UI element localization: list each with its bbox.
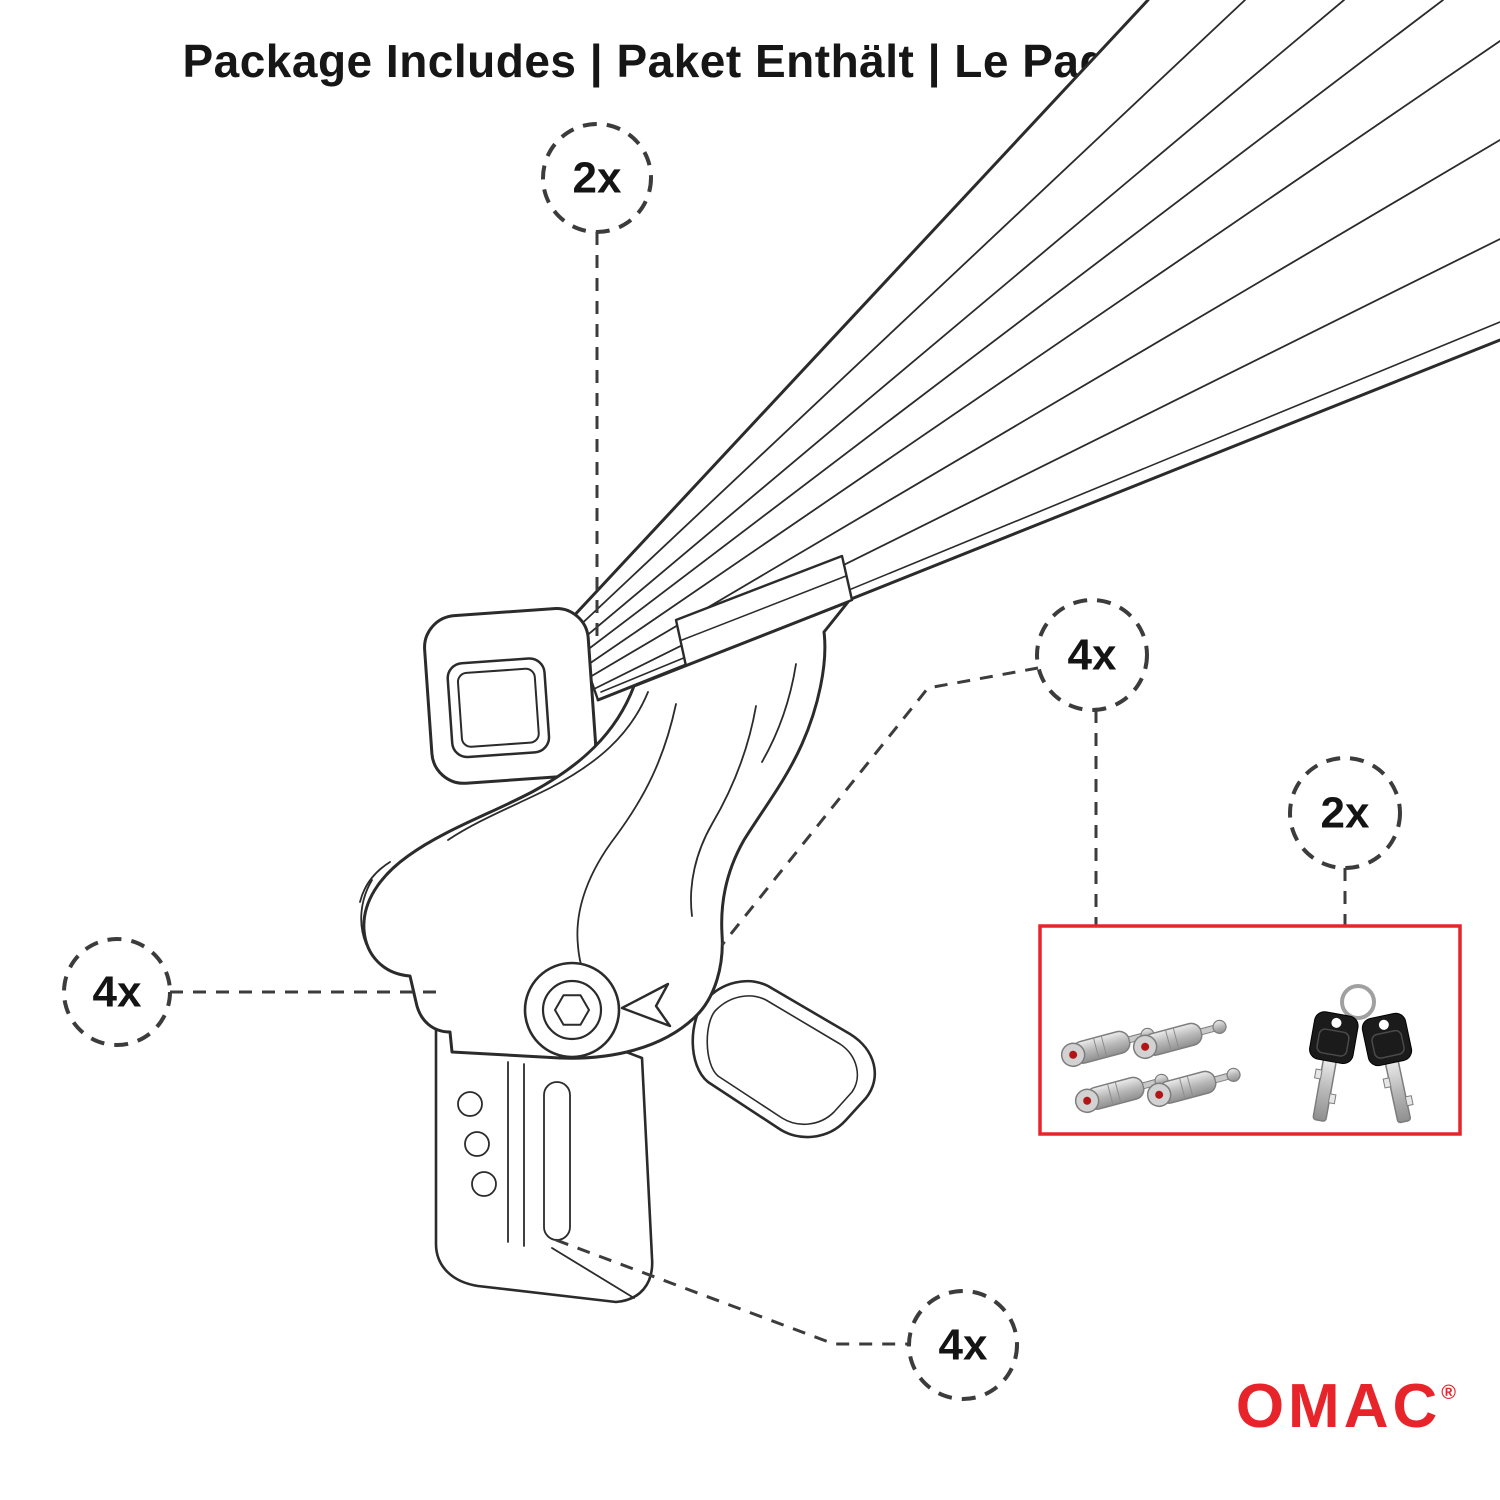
clamp-plate-hole (471, 1171, 497, 1197)
lock-cylinders-photo (1060, 1019, 1241, 1114)
knob-inner (541, 979, 603, 1041)
callout-bottom-4x: 4x (907, 1289, 1019, 1401)
knob-bolt-drawing (523, 961, 621, 1059)
leader-bottom-4x (555, 1238, 908, 1346)
knob-outer (523, 961, 621, 1059)
brand-name: OMAC (1235, 1372, 1442, 1441)
clamp-plate-hole (464, 1131, 490, 1157)
clamp-plate-hole (457, 1091, 483, 1117)
keys-photo (1309, 984, 1414, 1124)
callout-label-bottom: 4x (939, 1321, 988, 1370)
base-pad-outline (691, 979, 877, 1139)
brand-logo: OMAC® (1236, 1376, 1456, 1438)
registered-trademark-icon: ® (1441, 1382, 1456, 1404)
callout-label-top: 2x (573, 154, 622, 203)
callout-right-2x: 2x (1288, 756, 1402, 870)
end-cap-opening-inner (456, 667, 540, 748)
bar-clamp-band (674, 554, 854, 668)
clamp-plate-flange-line (551, 1247, 635, 1299)
mounting-foot-drawing (359, 554, 877, 1304)
key-ring (1340, 984, 1376, 1020)
clamp-plate-drawing (434, 1016, 654, 1304)
callout-middle-4x: 4x (1035, 598, 1149, 712)
base-pad-inner-line (706, 995, 859, 1125)
callouts: 2x 4x 4x 2x 4x (62, 122, 1402, 1401)
crossbar-drawing (568, 0, 1500, 702)
callout-label-left: 4x (93, 968, 142, 1017)
package-contents-box (1038, 924, 1462, 1136)
foot-body-outline (362, 600, 850, 1060)
crossbar-top-edge (568, 0, 1150, 622)
callout-left-4x: 4x (62, 937, 172, 1047)
bar-clamp-band-line (681, 575, 847, 641)
crossbar-face (570, 0, 1500, 700)
callout-label-middle: 4x (1068, 631, 1117, 680)
callout-top-2x: 2x (541, 122, 653, 234)
base-pad-drawing (691, 979, 877, 1139)
knob-hex-socket (554, 994, 590, 1026)
end-cap-drawing (423, 607, 598, 785)
callout-label-right: 2x (1321, 789, 1370, 838)
leader-middle-4x-to-foot (720, 666, 1039, 946)
pointer-arrow (620, 982, 672, 1028)
